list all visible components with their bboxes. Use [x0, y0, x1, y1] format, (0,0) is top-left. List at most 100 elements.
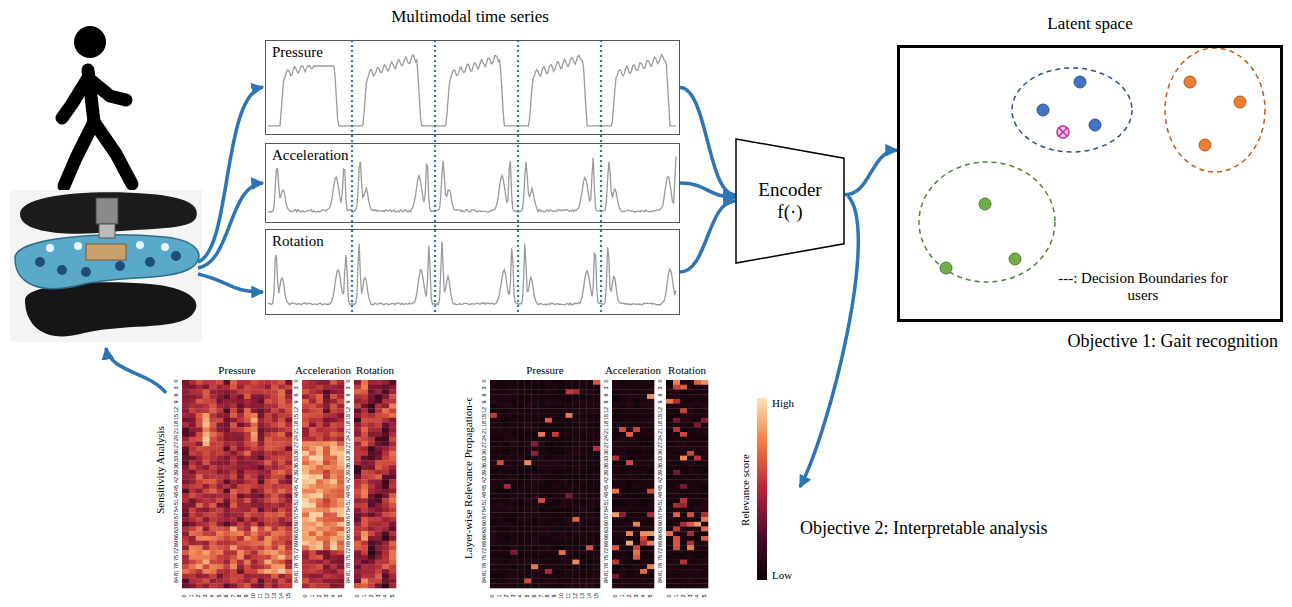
heat-cell — [566, 385, 573, 390]
heat-cell — [593, 560, 600, 565]
heat-cell — [531, 380, 538, 385]
heat-cell — [210, 508, 217, 513]
heat-cell — [559, 527, 566, 532]
heat-cell — [230, 470, 237, 475]
heat-cell — [210, 413, 217, 418]
heat-cell — [309, 560, 316, 565]
heat-cell — [573, 427, 580, 432]
heat-cell — [368, 394, 375, 399]
heat-cell — [203, 517, 210, 522]
user-sample — [979, 198, 991, 210]
heat-cell — [504, 404, 511, 409]
heat-cell — [524, 531, 531, 536]
heat-cell — [182, 413, 189, 418]
heat-cell — [361, 579, 368, 584]
heat-cell — [258, 475, 265, 480]
heat-cell — [223, 493, 230, 498]
heat-cell — [223, 451, 230, 456]
heat-cell — [566, 441, 573, 446]
heat-cell — [504, 579, 511, 584]
heat-cell — [309, 470, 316, 475]
heat-cell — [586, 437, 593, 442]
heat-cell — [573, 484, 580, 489]
heat-cell — [337, 498, 344, 503]
heat-cell — [337, 446, 344, 451]
heat-cell — [210, 408, 217, 413]
heat-cell — [330, 508, 337, 513]
heat-cell — [559, 574, 566, 579]
heat-cell — [368, 484, 375, 489]
heat-cell — [518, 503, 525, 508]
heat-cell — [210, 470, 217, 475]
sensor-arrow — [198, 183, 263, 268]
heat-cell — [361, 451, 368, 456]
heat-cell — [389, 536, 396, 541]
heat-cell — [354, 560, 361, 565]
heat-cell — [210, 446, 217, 451]
heat-cell — [189, 493, 196, 498]
heat-cell — [545, 527, 552, 532]
heat-cell — [182, 380, 189, 385]
heat-cell — [538, 389, 545, 394]
heat-cell — [361, 564, 368, 569]
heat-cell — [531, 394, 538, 399]
heat-cell — [511, 404, 518, 409]
heat-cell — [566, 536, 573, 541]
heat-cell — [271, 408, 278, 413]
heat-cell — [531, 437, 538, 442]
heat-cell — [538, 579, 545, 584]
heat-cell — [375, 517, 382, 522]
heat-cell — [309, 569, 316, 574]
heat-cell — [524, 489, 531, 494]
heat-cell — [566, 399, 573, 404]
heat-cell — [330, 531, 337, 536]
heat-cell — [258, 527, 265, 532]
heat-cell — [337, 413, 344, 418]
heat-cell — [258, 498, 265, 503]
heat-cell — [518, 555, 525, 560]
heat-cell — [593, 399, 600, 404]
heat-cell — [545, 413, 552, 418]
heat-cell — [285, 517, 292, 522]
heat-cell — [368, 545, 375, 550]
heat-cell — [216, 560, 223, 565]
heat-cell — [309, 432, 316, 437]
heat-cell — [323, 451, 330, 456]
heat-cell — [375, 475, 382, 480]
heat-cell — [375, 522, 382, 527]
walking-person-icon — [62, 26, 132, 186]
heat-cell — [361, 536, 368, 541]
heat-cell — [182, 536, 189, 541]
heat-cell — [368, 579, 375, 584]
heat-cell — [330, 451, 337, 456]
heat-cell — [203, 389, 210, 394]
heat-cell — [538, 508, 545, 513]
heat-cell — [182, 475, 189, 480]
heat-cell — [389, 560, 396, 565]
heat-cell — [278, 432, 285, 437]
heat-cell — [216, 475, 223, 480]
heat-cell — [579, 536, 586, 541]
heat-cell — [265, 423, 272, 428]
heat-cell — [375, 531, 382, 536]
heat-cell — [579, 498, 586, 503]
heat-cell — [216, 408, 223, 413]
heat-cell — [593, 475, 600, 480]
plate-hole — [136, 241, 144, 249]
cycle-divider — [600, 40, 602, 315]
heat-cell — [210, 465, 217, 470]
heat-cell — [382, 389, 389, 394]
heat-cell — [223, 475, 230, 480]
heat-cell — [375, 451, 382, 456]
heat-cell — [196, 399, 203, 404]
heat-cell — [309, 385, 316, 390]
heat-cell — [518, 536, 525, 541]
heat-cell — [337, 583, 344, 588]
heat-cell — [271, 498, 278, 503]
heat-cell — [490, 579, 497, 584]
heat-cell — [203, 399, 210, 404]
heat-cell — [196, 460, 203, 465]
heat-cell — [237, 536, 244, 541]
heat-cell — [375, 385, 382, 390]
heat-cell — [271, 460, 278, 465]
